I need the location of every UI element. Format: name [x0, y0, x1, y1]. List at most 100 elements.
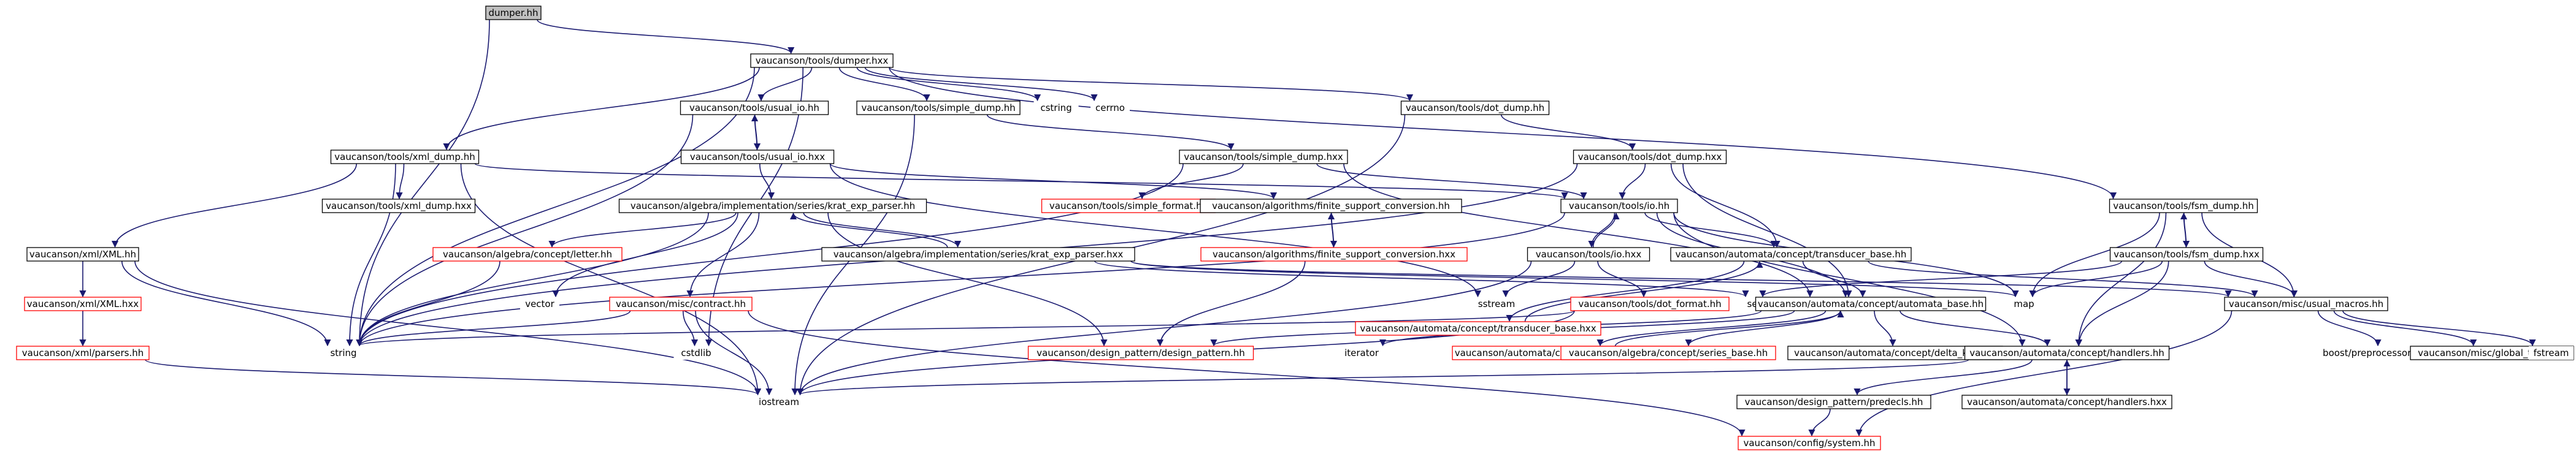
- node-predecls-hh[interactable]: vaucanson/design_pattern/predecls.hh: [1736, 395, 1931, 409]
- node-krat-exp-parser-hh[interactable]: vaucanson/algebra/implementation/series/…: [618, 199, 927, 213]
- edge-krat_exp_parser_hxx-to-set: [1094, 260, 1749, 298]
- node-tools-dumper-hxx[interactable]: vaucanson/tools/dumper.hxx: [750, 53, 894, 68]
- node-xml-XML-hxx[interactable]: vaucanson/xml/XML.hxx: [24, 297, 142, 311]
- node-tools-simple-dump-hxx[interactable]: vaucanson/tools/simple_dump.hxx: [1179, 150, 1348, 164]
- node-box: [321, 199, 476, 213]
- node-tools-dot-dump-hxx[interactable]: vaucanson/tools/dot_dump.hxx: [1573, 150, 1727, 164]
- edge-tools_fsm_dump_hxx-to-tools_fsm_dump_hh: [2180, 212, 2188, 248]
- node-label: vaucanson/xml/XML.hxx: [27, 298, 139, 309]
- node-dumper-hh[interactable]: dumper.hh: [485, 6, 542, 20]
- node-box: [1400, 100, 1550, 115]
- node-background: [2529, 346, 2574, 360]
- node-tools-usual-io-hxx[interactable]: vaucanson/tools/usual_io.hxx: [680, 150, 835, 164]
- node-automata-base-hh[interactable]: vaucanson/automata/concept/automata_base…: [1755, 297, 1987, 311]
- edge-tools_simple_dump_hxx-to-tools_simple_format_hh: [1138, 163, 1244, 200]
- edge-tools_xml_dump_hh-to-xml_XML_hh: [111, 163, 358, 248]
- node-xml-XML-hh[interactable]: vaucanson/xml/XML.hh: [26, 247, 139, 262]
- node-config-system-hh[interactable]: vaucanson/config/system.hh: [1738, 436, 1881, 450]
- node-misc-contract-hh[interactable]: vaucanson/misc/contract.hh: [609, 297, 753, 311]
- node-iterator: iterator: [1336, 346, 1387, 360]
- node-box: [1738, 436, 1881, 450]
- node-label: vaucanson/tools/usual_io.hh: [689, 102, 819, 114]
- edge-tools_dumper_hxx-to-cerrno: [864, 67, 1098, 102]
- node-tools-fsm-dump-hh[interactable]: vaucanson/tools/fsm_dump.hh: [2109, 199, 2258, 213]
- node-label: vaucanson/tools/simple_format.hh: [1049, 200, 1208, 212]
- node-background: [324, 346, 363, 360]
- node-delta-kind-hh[interactable]: vaucanson/automata/concept/delta_kind.hh: [1787, 346, 2003, 360]
- node-design-pattern-hh[interactable]: vaucanson/design_pattern/design_pattern.…: [1027, 346, 1254, 360]
- node-tools-dot-format-hh[interactable]: vaucanson/tools/dot_format.hh: [1570, 297, 1730, 311]
- node-background: [754, 395, 804, 409]
- node-handlers-hxx[interactable]: vaucanson/automata/concept/handlers.hxx: [1961, 395, 2172, 409]
- edge-handlers_hh-to-iostream: [797, 359, 1969, 396]
- node-handlers-hh[interactable]: vaucanson/automata/concept/handlers.hh: [1964, 346, 2170, 360]
- edge-tools_dot_dump_hh-to-tools_dot_dump_hxx: [1500, 114, 1636, 151]
- node-label: vaucanson/design_pattern/predecls.hh: [1745, 396, 1923, 408]
- node-concept-letter-hh[interactable]: vaucanson/algebra/concept/letter.hh: [432, 247, 623, 262]
- node-box: [1355, 321, 1601, 336]
- node-xml-parsers-hh[interactable]: vaucanson/xml/parsers.hh: [16, 346, 150, 360]
- node-tools-xml-dump-hh[interactable]: vaucanson/tools/xml_dump.hh: [330, 150, 480, 164]
- node-sstream: sstream: [1474, 297, 1519, 311]
- edge-xml_parsers_hh-to-iostream: [145, 359, 761, 396]
- node-series-base-hh[interactable]: vaucanson/algebra/concept/series_base.hh: [1560, 346, 1776, 360]
- node-label: vaucanson/automata/concept/handlers.hxx: [1967, 396, 2167, 407]
- node-transducer-base-hxx[interactable]: vaucanson/automata/concept/transducer_ba…: [1355, 321, 1601, 336]
- node-box: [1560, 346, 1776, 360]
- node-label: vaucanson/tools/dumper.hxx: [756, 55, 889, 66]
- node-finite-support-conversion-hh[interactable]: vaucanson/algorithms/finite_support_conv…: [1200, 199, 1462, 213]
- edge-automata_base_hh-to-automata_base_hxx: [1597, 310, 1827, 347]
- node-tools-dot-dump-hh[interactable]: vaucanson/tools/dot_dump.hh: [1400, 100, 1550, 115]
- node-label: dumper.hh: [489, 7, 539, 18]
- edge-krat_exp_parser_hxx-to-krat_exp_parser_hh: [789, 212, 948, 248]
- node-transducer-base-hh[interactable]: vaucanson/automata/concept/transducer_ba…: [1670, 247, 1912, 262]
- edge-handlers_hh-to-predecls_hh: [1853, 359, 2033, 396]
- node-label: vaucanson/algebra/implementation/series/…: [631, 200, 915, 212]
- edge-transducer_base_hh-to-usual_macros_hh: [1868, 260, 2258, 298]
- edge-transducer_base_hh-to-automata_base_hh: [1802, 260, 1866, 298]
- node-usual-macros-hh[interactable]: vaucanson/misc/usual_macros.hh: [2224, 297, 2388, 311]
- node-tools-simple-format-hh[interactable]: vaucanson/tools/simple_format.hh: [1041, 199, 1216, 213]
- node-box: [609, 297, 753, 311]
- edge-tools_fsm_dump_hxx-to-map: [2029, 260, 2163, 298]
- node-box: [24, 297, 142, 311]
- edge-tools_fsm_dump_hh-to-map: [2029, 212, 2160, 298]
- node-tools-io-hxx[interactable]: vaucanson/tools/io.hxx: [1527, 247, 1650, 262]
- node-box: [1527, 247, 1650, 262]
- edge-tools_usual_io_hxx-to-krat_exp_parser_hh: [759, 163, 775, 200]
- node-box: [2224, 297, 2388, 311]
- node-krat-exp-parser-hxx[interactable]: vaucanson/algebra/implementation/series/…: [821, 247, 1135, 262]
- edge-tools_io_hh-to-transducer_base_hh: [1644, 212, 1777, 248]
- node-tools-simple-dump-hh[interactable]: vaucanson/tools/simple_dump.hh: [856, 100, 1021, 115]
- node-box: [432, 247, 623, 262]
- edge-predecls_hh-to-config_system_hh: [1808, 408, 1831, 437]
- edge-tools_xml_dump_hh-to-tools_xml_dump_hxx: [396, 163, 405, 200]
- edge-transducer_base_hxx-to-transducer_base_hh: [1524, 260, 1763, 322]
- edge-tools_io_hxx-to-iostream: [797, 260, 1532, 396]
- edge-usual_macros_hh-to-boost_cat_hpp: [2317, 310, 2382, 347]
- edge-tools_io_hh-to-tools_io_hxx: [1588, 212, 1616, 248]
- node-tools-fsm-dump-hxx[interactable]: vaucanson/tools/fsm_dump.hxx: [2109, 247, 2264, 262]
- node-label: vaucanson/automata/concept/handlers.hh: [1969, 347, 2164, 358]
- node-background: [2012, 297, 2036, 311]
- node-box: [2109, 247, 2264, 262]
- edge-finite_support_conversion_hxx-to-finite_support_conversion_hh: [1327, 212, 1335, 248]
- edge-tools_xml_dump_hh-to-iostream: [460, 163, 762, 396]
- node-label: vaucanson/xml/parsers.hh: [22, 347, 144, 358]
- edge-tools_io_hxx-to-sstream: [1502, 260, 1576, 298]
- edge-tools_dot_dump_hxx-to-tools_io_hh: [1619, 163, 1646, 200]
- node-background: [1336, 346, 1387, 360]
- edge-krat_exp_parser_hh-to-misc_contract_hh: [686, 212, 760, 298]
- node-tools-usual-io-hh[interactable]: vaucanson/tools/usual_io.hh: [680, 100, 829, 115]
- node-label: map: [2014, 298, 2034, 309]
- node-tools-io-hh[interactable]: vaucanson/tools/io.hh: [1560, 199, 1678, 213]
- node-tools-xml-dump-hxx[interactable]: vaucanson/tools/xml_dump.hxx: [321, 199, 476, 213]
- edge-xml_XML_hh-to-iostream: [134, 260, 762, 396]
- node-label: vaucanson/algebra/concept/letter.hh: [443, 249, 612, 260]
- node-background: [1033, 101, 1079, 115]
- node-box: [1570, 297, 1730, 311]
- node-box: [618, 199, 927, 213]
- edge-tools_io_hxx-to-tools_io_hh: [1592, 212, 1620, 248]
- node-iostream: iostream: [754, 395, 804, 409]
- node-finite-support-conversion-hxx[interactable]: vaucanson/algorithms/finite_support_conv…: [1200, 247, 1468, 262]
